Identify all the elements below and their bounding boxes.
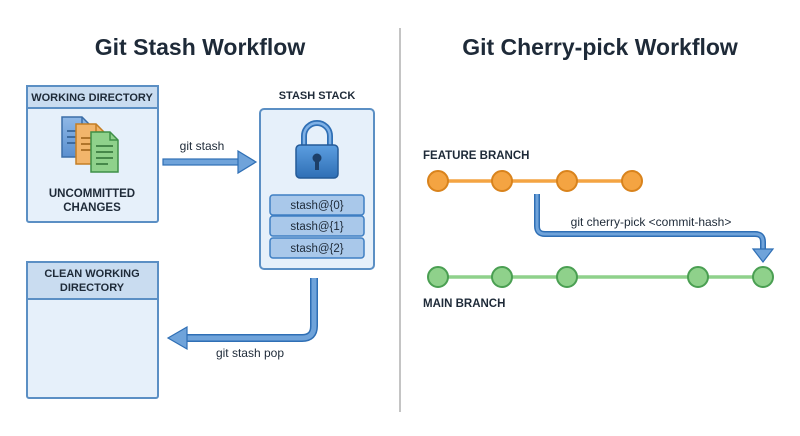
svg-text:stash@{1}: stash@{1}: [290, 221, 343, 233]
cherry-pick-title: Git Cherry-pick Workflow: [462, 34, 738, 60]
uncommitted-label-line1: UNCOMMITTED: [49, 188, 135, 200]
cherry-picked-commit-node: [752, 266, 774, 288]
feature-branch-label: FEATURE BRANCH: [423, 150, 529, 162]
main-commit-node: [427, 266, 449, 288]
stash-title: Git Stash Workflow: [95, 34, 306, 60]
clean-directory-header-line2: DIRECTORY: [60, 282, 125, 294]
feature-branch: [427, 170, 643, 192]
feature-commit-node: [556, 170, 578, 192]
git-stash-command: git stash: [180, 139, 225, 153]
git-stash-arrow: [162, 149, 258, 175]
cherry-pick-command: git cherry-pick <commit-hash>: [571, 215, 732, 229]
stash-entry: stash@{0}: [269, 194, 365, 216]
stash-stack-title: STASH STACK: [279, 90, 356, 102]
main-branch: [427, 266, 774, 288]
main-commit-node: [491, 266, 513, 288]
clean-directory-box: CLEAN WORKING DIRECTORY: [26, 261, 159, 399]
feature-commit-node: [427, 170, 449, 192]
feature-commit-node: [491, 170, 513, 192]
documents-icon: [61, 116, 119, 173]
working-directory-box: WORKING DIRECTORY: [26, 85, 159, 223]
svg-text:stash@{0}: stash@{0}: [290, 200, 343, 212]
stash-entry: stash@{1}: [269, 215, 365, 237]
main-branch-label: MAIN BRANCH: [423, 298, 505, 310]
svg-text:stash@{2}: stash@{2}: [290, 243, 343, 255]
git-stash-pop-command: git stash pop: [216, 346, 284, 360]
cherry-pick-arrow: [534, 194, 775, 263]
clean-directory-header-line1: CLEAN WORKING: [44, 268, 139, 280]
uncommitted-label-line2: CHANGES: [63, 202, 121, 214]
stash-entry: stash@{2}: [269, 237, 365, 259]
lock-icon: [295, 120, 339, 179]
working-directory-header: WORKING DIRECTORY: [31, 92, 153, 104]
main-commit-node: [556, 266, 578, 288]
stash-stack-box: stash@{0} stash@{1} stash@{2}: [259, 108, 375, 270]
feature-commit-node: [621, 170, 643, 192]
main-commit-node: [687, 266, 709, 288]
git-stash-pop-arrow: [166, 278, 318, 351]
